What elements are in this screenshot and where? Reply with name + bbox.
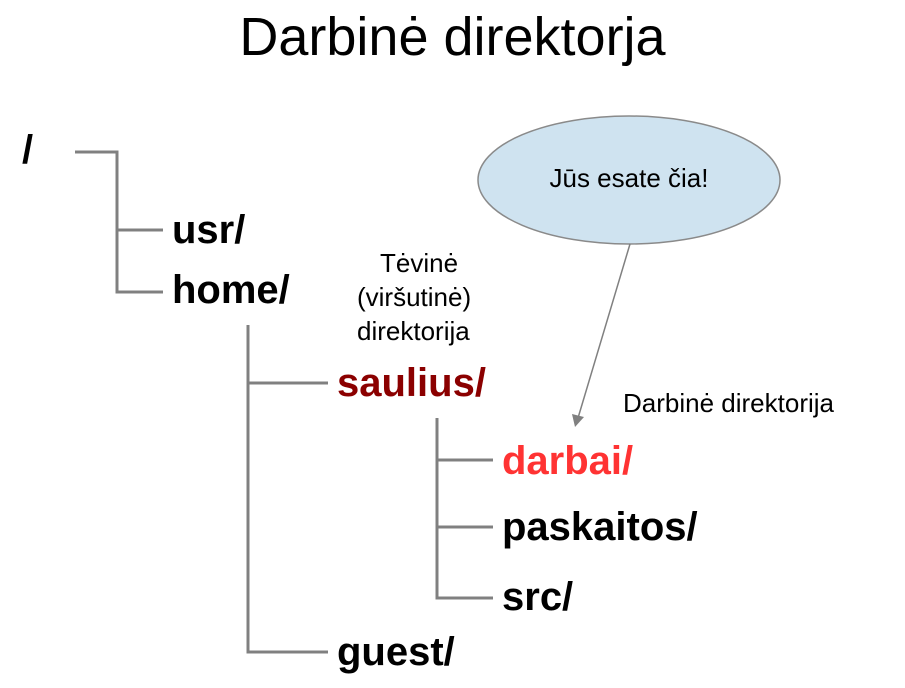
node-root: /	[22, 128, 34, 172]
callout-bubble	[477, 115, 781, 245]
parent-label-line3: direktorija	[357, 316, 470, 346]
working-dir-label: Darbinė direktorija	[623, 388, 834, 418]
node-guest: guest/	[337, 630, 455, 674]
connector-home	[246, 325, 328, 654]
connector-root	[75, 150, 163, 294]
node-usr: usr/	[172, 208, 246, 252]
parent-label-line2: (viršutinė)	[357, 282, 472, 312]
node-src: src/	[502, 575, 574, 619]
node-darbai: darbai/	[502, 439, 634, 483]
callout-arrowhead	[572, 414, 584, 427]
node-saulius: saulius/	[337, 361, 486, 405]
callout-text: Jūs esate čia!	[549, 163, 709, 193]
node-home: home/	[172, 268, 290, 312]
callout-arrow	[577, 243, 631, 419]
connector-saulius-children	[435, 418, 493, 600]
parent-label-line1: Tėvinė	[380, 248, 459, 278]
node-paskaitos: paskaitos/	[502, 505, 698, 549]
diagram-title: Darbinė direktorja	[239, 7, 666, 67]
